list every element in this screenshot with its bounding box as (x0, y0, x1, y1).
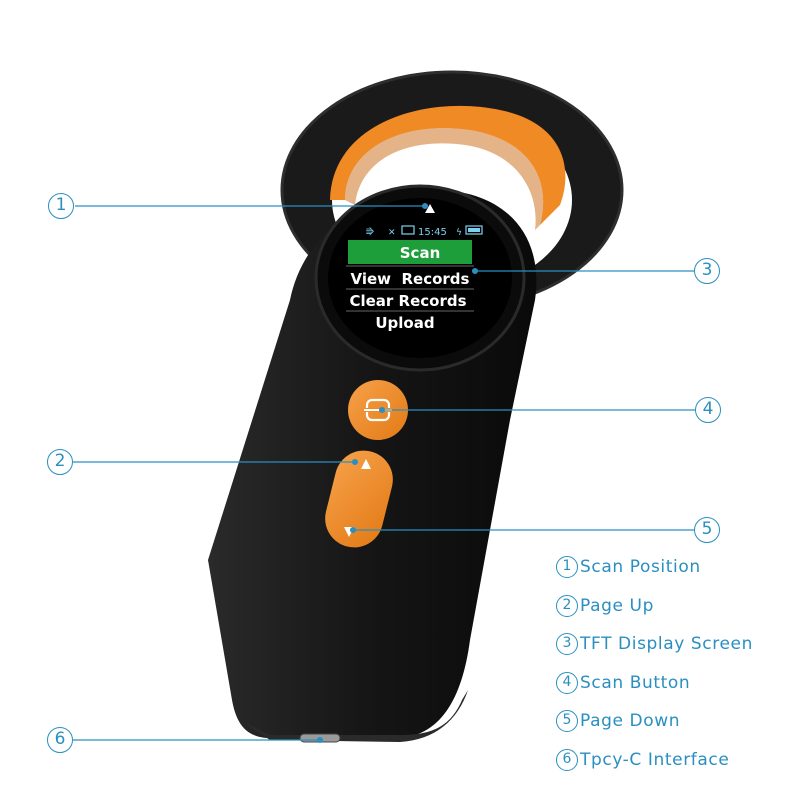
menu-item-view-records: View Records (351, 270, 470, 288)
bluetooth-icon: ✕ (388, 228, 396, 238)
legend-number: 5 (556, 710, 578, 733)
legend-number: 1 (556, 556, 578, 579)
legend-label: Scan Position (580, 557, 701, 578)
callout-3: 3 (694, 258, 720, 284)
legend-number: 4 (556, 671, 578, 694)
menu-highlight (348, 240, 472, 264)
legend-number: 3 (556, 633, 578, 656)
legend-label: Tpcy-C Interface (580, 749, 730, 770)
callout-2: 2 (47, 449, 73, 475)
menu-item-scan: Scan (400, 244, 441, 262)
legend-label: TFT Display Screen (580, 634, 753, 655)
legend-label: Page Up (580, 595, 654, 616)
scan-button[interactable] (348, 380, 408, 440)
screen-menu: Scan View Records Clear Records Upload (346, 240, 474, 332)
legend-label: Page Down (580, 711, 681, 732)
callout-lines (73, 202, 695, 744)
page-up-icon (361, 459, 371, 469)
status-bar: ⭆ ✕ 15:45 ϟ (366, 225, 483, 238)
menu-item-upload: Upload (375, 314, 434, 332)
status-time: 15:45 (418, 227, 447, 238)
usb-icon: ⭆ (366, 227, 374, 238)
laptop-icon (401, 225, 415, 235)
callout-1: 1 (48, 193, 74, 219)
legend-number: 6 (556, 748, 578, 771)
charging-icon: ϟ (456, 228, 462, 238)
menu-item-clear-records: Clear Records (349, 292, 466, 310)
legend-number: 2 (556, 594, 578, 617)
callout-4: 4 (695, 397, 721, 423)
legend-label: Scan Button (580, 672, 691, 693)
callout-6: 6 (47, 727, 73, 753)
scan-position-marker (425, 204, 435, 213)
callout-5: 5 (694, 517, 720, 543)
battery-icon (465, 225, 483, 235)
